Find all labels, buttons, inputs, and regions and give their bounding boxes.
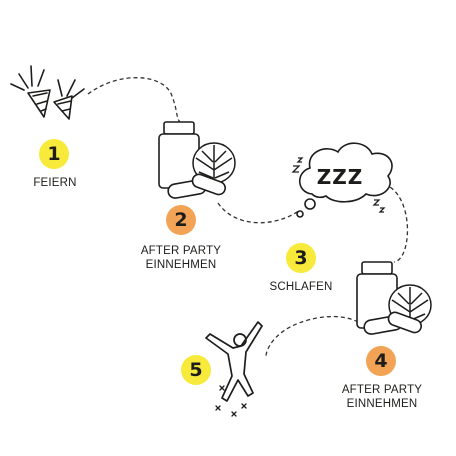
step-4-label: AFTER PARTY EINNEHMEN [341, 384, 423, 410]
step-3-label: SCHLAFEN [269, 281, 333, 293]
step-1-badge: 1 [39, 139, 69, 169]
step-2-badge: 2 [166, 205, 196, 235]
capsule-icon [167, 173, 226, 199]
step-3-badge: 3 [286, 243, 316, 273]
step-4-badge: 4 [366, 346, 396, 376]
dancing-person-icon [205, 321, 263, 417]
party-popper-icon [10, 65, 85, 120]
small-z-icon [291, 157, 386, 213]
capsule-icon [363, 311, 422, 335]
step-5-badge: 5 [181, 355, 211, 385]
step-2-label: AFTER PARTY EINNEHMEN [140, 245, 222, 271]
dashed-path [87, 77, 409, 357]
sleep-cloud-icon [296, 142, 393, 218]
cloud-zzz-text: ZZZ [317, 165, 364, 189]
step-1-label: FEIERN [33, 177, 77, 189]
